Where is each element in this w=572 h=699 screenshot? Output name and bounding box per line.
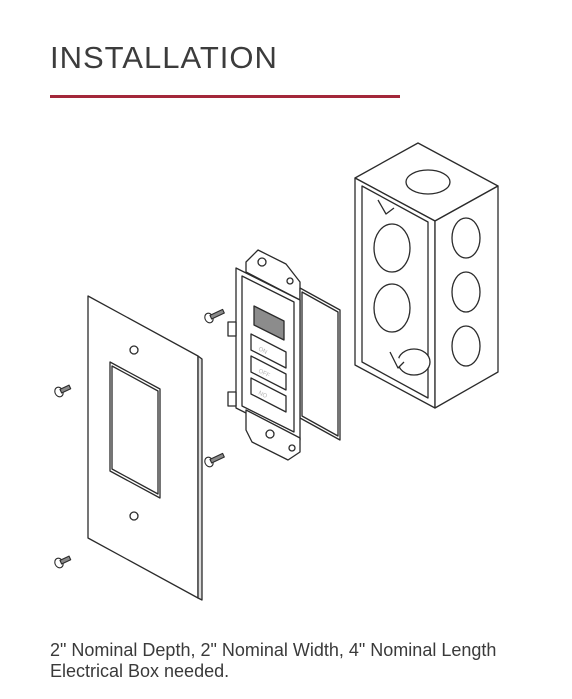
keypad-button-label: NO bbox=[257, 390, 268, 400]
page-title: INSTALLATION bbox=[50, 40, 278, 75]
title-divider bbox=[50, 95, 400, 98]
keypad-button-label: OFF bbox=[257, 368, 271, 379]
screw-icon bbox=[54, 308, 225, 569]
keypad-switch-icon bbox=[227, 249, 341, 461]
keypad-button-label: ON bbox=[257, 346, 268, 355]
installation-caption: 2" Nominal Depth, 2" Nominal Width, 4" N… bbox=[50, 640, 497, 681]
electrical-box-icon bbox=[354, 142, 499, 409]
cover-plate-icon bbox=[87, 295, 203, 601]
installation-diagram: ON OFF NO bbox=[54, 142, 499, 601]
